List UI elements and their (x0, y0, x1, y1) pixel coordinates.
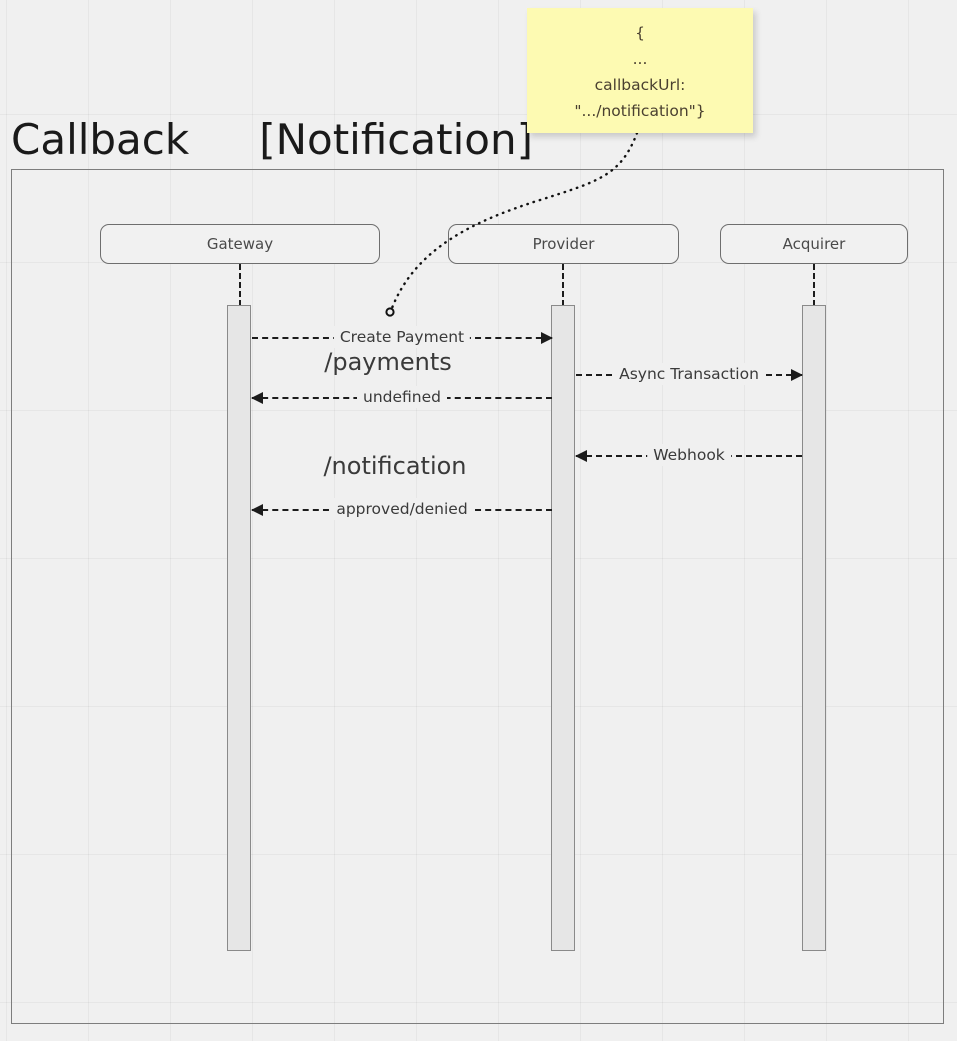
diagram-title-fragment: [Notification] (259, 114, 533, 164)
message-label-async-transaction: Async Transaction (613, 363, 765, 385)
message-create-payment[interactable]: Create Payment (252, 326, 553, 349)
message-undefined[interactable]: undefined (251, 386, 552, 409)
participant-provider[interactable]: Provider (448, 224, 679, 264)
message-async-transaction[interactable]: Async Transaction (576, 363, 803, 386)
note-line-2: ... (632, 50, 648, 68)
endpoint-label-payments: /payments (324, 348, 452, 376)
message-approved-denied[interactable]: approved/denied (251, 498, 552, 521)
message-label-webhook: Webhook (647, 444, 731, 466)
participant-gateway[interactable]: Gateway (100, 224, 380, 264)
message-label-create-payment: Create Payment (333, 326, 471, 348)
arrowhead-left-icon (575, 450, 587, 462)
diagram-title: Callback [Notification] (11, 110, 533, 168)
note-line-3: callbackUrl: (594, 76, 686, 94)
lifeline-gateway (239, 264, 241, 306)
diagram-title-main: Callback (11, 114, 190, 164)
message-webhook[interactable]: Webhook (575, 444, 802, 467)
arrowhead-left-icon (251, 392, 263, 404)
activation-bar-provider (551, 305, 575, 951)
note-callback[interactable]: { ... callbackUrl: ".../notification"} (527, 8, 753, 133)
participant-label-gateway: Gateway (206, 235, 274, 253)
endpoint-label-notification: /notification (323, 452, 467, 480)
lifeline-provider (562, 264, 564, 306)
activation-bar-acquirer (802, 305, 826, 951)
message-label-approved-denied: approved/denied (330, 498, 474, 520)
lifeline-acquirer (813, 264, 815, 306)
activation-bar-gateway (227, 305, 251, 951)
participant-label-provider: Provider (532, 235, 595, 253)
note-line-1: { (635, 24, 645, 42)
message-label-undefined: undefined (357, 386, 447, 408)
arrowhead-left-icon (251, 504, 263, 516)
participant-acquirer[interactable]: Acquirer (720, 224, 908, 264)
arrowhead-right-icon (791, 369, 803, 381)
participant-label-acquirer: Acquirer (782, 235, 846, 253)
arrowhead-right-icon (541, 332, 553, 344)
note-line-4: ".../notification"} (574, 102, 706, 120)
